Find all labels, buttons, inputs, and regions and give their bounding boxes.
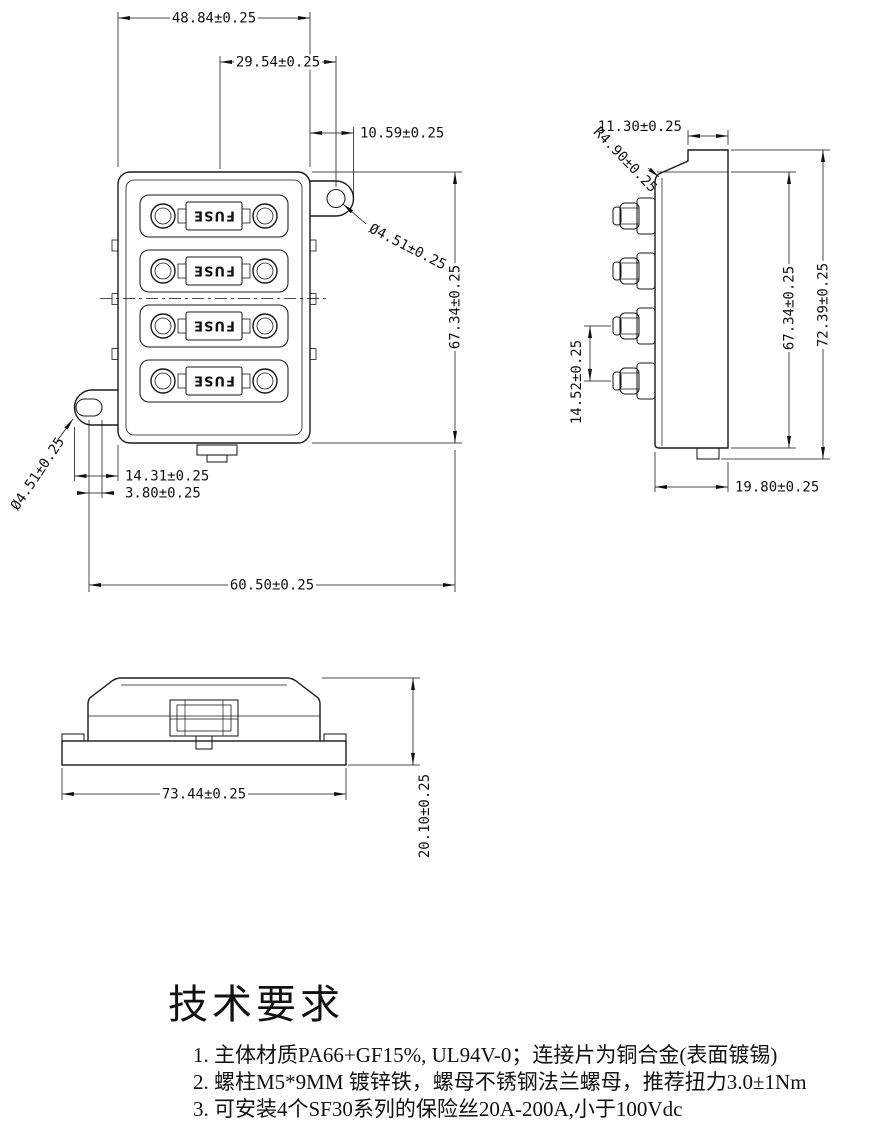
terminal-left: [150, 203, 176, 229]
dim-offset-14: 14.31±0.25: [125, 469, 209, 485]
engineering-drawing: FUSE FUSE FUSE FUSE: [8, 10, 832, 858]
dim-top-11: 11.30±0.25: [598, 119, 682, 135]
fuse-row-4: FUSE: [139, 359, 289, 403]
fuse-row-2: FUSE: [139, 249, 289, 293]
terminal-left: [150, 258, 176, 284]
side-view-dimensions: 11.30±0.25 R4.90±0.25 67.34±0.25 72.39±0…: [569, 119, 832, 496]
notes-title: 技术要求: [168, 982, 344, 1027]
terminal-stud-2: [612, 252, 656, 290]
dim-height-20: 20.10±0.25: [417, 774, 433, 858]
terminal-left: [150, 313, 176, 339]
side-foot: [696, 447, 720, 460]
mounting-tab-top: [310, 180, 355, 217]
note-item-2: 2. 螺柱M5*9MM 镀锌铁，螺母不锈钢法兰螺母，推荐扭力3.0±1Nm: [193, 1070, 807, 1094]
front-view: FUSE FUSE FUSE FUSE: [73, 171, 355, 463]
dim-width-48: 48.84±0.25: [172, 11, 256, 27]
terminal-right: [252, 203, 278, 229]
side-body-outline: [654, 149, 729, 449]
fuse-label: FUSE: [193, 208, 235, 223]
front-view-dimensions: 48.84±0.25 29.54±0.25 10.59±0.25 Ø4.51±0…: [8, 10, 464, 594]
terminal-left: [150, 368, 176, 394]
terminal-right: [252, 258, 278, 284]
edge-notches: [111, 239, 317, 360]
dim-width-73: 73.44±0.25: [162, 787, 246, 803]
dim-hole-bottom: Ø4.51±0.25: [8, 435, 68, 514]
bottom-connector: [196, 444, 238, 463]
mounting-tab-bottom: [73, 389, 118, 426]
bottom-view-dimensions: 73.44±0.25 20.10±0.25: [61, 677, 433, 858]
mounting-slot-bottom: [75, 398, 103, 417]
terminal-stud-1: [612, 197, 656, 235]
center-connector: [169, 699, 239, 750]
dim-side-height-67: 67.34±0.25: [782, 266, 798, 350]
cover-outline: [87, 677, 321, 741]
dim-height-72: 72.39±0.25: [816, 263, 832, 347]
fuse-row-3: FUSE: [139, 304, 289, 348]
bottom-view: [61, 677, 347, 766]
dim-width-60: 60.50±0.25: [230, 578, 314, 594]
fuse-label: FUSE: [193, 318, 235, 333]
fuse-body: [185, 311, 243, 341]
fuse-body: [185, 366, 243, 396]
fuse-label: FUSE: [193, 373, 235, 388]
dim-hole-top: Ø4.51±0.25: [366, 221, 448, 274]
fuse-body: [185, 201, 243, 231]
terminal-right: [252, 313, 278, 339]
note-item-1: 1. 主体材质PA66+GF15%, UL94V-0；连接片为铜合金(表面镀锡): [193, 1043, 778, 1067]
note-item-3: 3. 可安装4个SF30系列的保险丝20A-200A,小于100Vdc: [193, 1097, 683, 1121]
terminal-right: [252, 368, 278, 394]
dim-depth-19: 19.80±0.25: [735, 480, 819, 496]
terminal-stud-4: [612, 362, 656, 400]
base-flange: [61, 740, 347, 766]
fuse-body: [185, 256, 243, 286]
technical-notes: 技术要求 1. 主体材质PA66+GF15%, UL94V-0；连接片为铜合金(…: [168, 972, 828, 1123]
fusebox-body-outline: [117, 171, 311, 444]
dim-width-29: 29.54±0.25: [236, 55, 320, 71]
fuse-label: FUSE: [193, 263, 235, 278]
dim-offset-3: 3.80±0.25: [125, 486, 201, 502]
mounting-hole-top: [326, 188, 346, 209]
dim-height-67: 67.34±0.25: [448, 265, 464, 349]
dim-pitch-14: 14.52±0.25: [569, 340, 585, 424]
side-view: [612, 149, 729, 460]
fusebox-body-inner: [125, 179, 303, 436]
terminal-stud-3: [612, 307, 656, 345]
fuse-row-1: FUSE: [139, 194, 289, 238]
dim-tab-offset: 10.59±0.25: [360, 126, 444, 142]
